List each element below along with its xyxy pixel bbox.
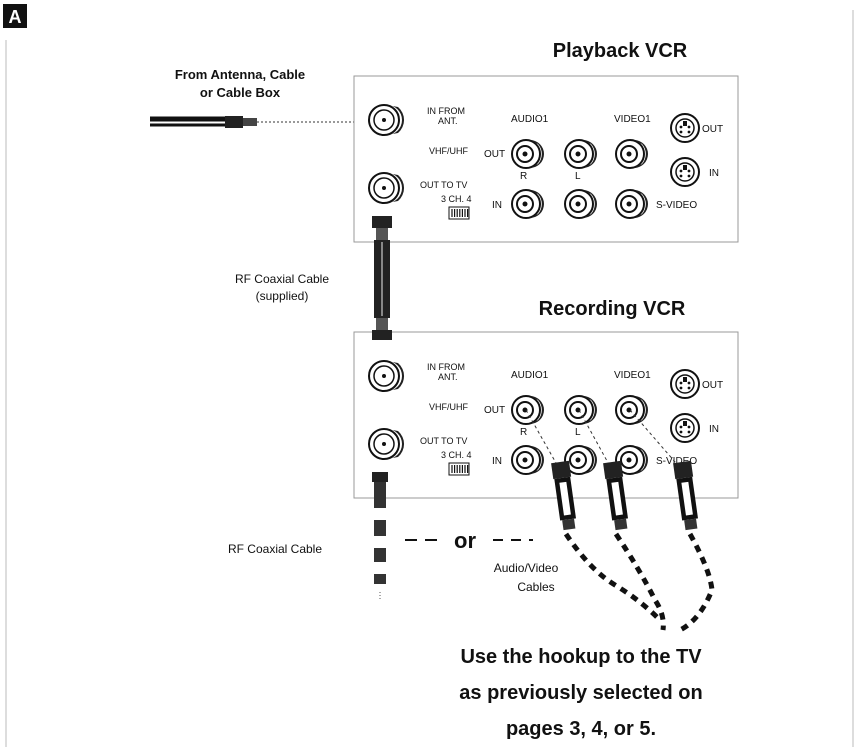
recording-r-label: R (520, 427, 527, 438)
recording-channel-switch (448, 462, 470, 476)
rf-cable-supplied-label-line1: RF Coaxial Cable (235, 272, 329, 286)
playback-audio-l-out-jack (564, 139, 597, 169)
playback-in-from-ant-label2: ANT. (438, 116, 458, 126)
recording-s-video-label: S-VIDEO (656, 456, 697, 467)
playback-in-from-ant-jack (368, 104, 405, 136)
recording-video1-label: VIDEO1 (614, 370, 651, 381)
recording-vcr-title: Recording VCR (539, 298, 686, 320)
playback-audio1-label: AUDIO1 (511, 114, 549, 125)
recording-svideo-in-label: IN (709, 424, 719, 435)
recording-in-from-ant-jack (368, 360, 405, 392)
recording-panel-outline (353, 331, 739, 499)
source-label-line2: or Cable Box (200, 85, 281, 100)
recording-out-to-tv-jack (368, 428, 405, 460)
footer-line2: as previously selected on (459, 682, 702, 704)
footer-line1: Use the hookup to the TV (460, 646, 702, 668)
recording-l-label: L (575, 427, 581, 438)
recording-audio-r-out-jack (511, 395, 544, 425)
playback-out-label: OUT (484, 149, 505, 160)
recording-video-in-jack (615, 445, 648, 475)
playback-video-in-jack (615, 189, 648, 219)
rf-cable-label: RF Coaxial Cable (228, 542, 322, 556)
playback-s-video-label: S-VIDEO (656, 200, 697, 211)
section-badge-letter: A (9, 7, 22, 27)
playback-svideo-out-jack (670, 113, 700, 143)
playback-panel-outline (353, 75, 739, 243)
av-cable-tail-1 (563, 532, 662, 622)
playback-l-label: L (575, 171, 581, 182)
rf-cable-supplied-label-line2: (supplied) (256, 289, 309, 303)
av-cables-label-line2: Cables (517, 580, 554, 594)
playback-video1-label: VIDEO1 (614, 114, 651, 125)
playback-r-label: R (520, 171, 527, 182)
footer-line3: pages 3, 4, or 5. (506, 718, 656, 740)
playback-vcr-title: Playback VCR (553, 40, 688, 62)
playback-video-out-jack (615, 139, 648, 169)
recording-in-label: IN (492, 456, 502, 467)
audio-l-plug (603, 460, 628, 531)
recording-in-from-ant-label2: ANT. (438, 372, 458, 382)
playback-audio-r-out-jack (511, 139, 544, 169)
playback-channel-switch-label: 3 CH. 4 (441, 194, 472, 204)
recording-svideo-out-jack (670, 369, 700, 399)
av-cable-tail-3 (678, 532, 715, 633)
playback-vhf-uhf-label: VHF/UHF (429, 146, 468, 156)
audio-r-plug (551, 460, 576, 531)
audio-video-cables (525, 409, 715, 633)
or-separator: or (405, 528, 533, 553)
rf-coaxial-cable-supplied (372, 216, 392, 340)
recording-video-out-jack (615, 395, 648, 425)
recording-svideo-out-label: OUT (702, 380, 723, 391)
playback-in-from-ant-label1: IN FROM (427, 106, 465, 116)
playback-svideo-out-label: OUT (702, 124, 723, 135)
recording-vhf-uhf-label: VHF/UHF (429, 402, 468, 412)
playback-svideo-in-label: IN (709, 168, 719, 179)
antenna-cable (150, 116, 360, 128)
recording-svideo-in-jack (670, 413, 700, 443)
recording-audio-l-out-jack (564, 395, 597, 425)
recording-audio-r-in-jack (511, 445, 544, 475)
recording-channel-switch-label: 3 CH. 4 (441, 450, 472, 460)
recording-out-to-tv-label: OUT TO TV (420, 436, 467, 446)
recording-out-label: OUT (484, 405, 505, 416)
av-cables-label-line1: Audio/Video (494, 561, 559, 575)
recording-audio-l-in-jack (564, 445, 597, 475)
rf-coaxial-cable-out (372, 472, 388, 600)
recording-audio1-label: AUDIO1 (511, 370, 549, 381)
playback-in-label: IN (492, 200, 502, 211)
playback-audio-l-in-jack (564, 189, 597, 219)
or-text: or (454, 528, 476, 553)
playback-audio-r-in-jack (511, 189, 544, 219)
playback-out-to-tv-label: OUT TO TV (420, 180, 467, 190)
recording-in-from-ant-label1: IN FROM (427, 362, 465, 372)
source-label-line1: From Antenna, Cable (175, 67, 305, 82)
playback-channel-switch (448, 206, 470, 220)
playback-out-to-tv-jack (368, 172, 405, 204)
playback-svideo-in-jack (670, 157, 700, 187)
section-badge (3, 4, 27, 28)
video-plug (673, 460, 698, 531)
